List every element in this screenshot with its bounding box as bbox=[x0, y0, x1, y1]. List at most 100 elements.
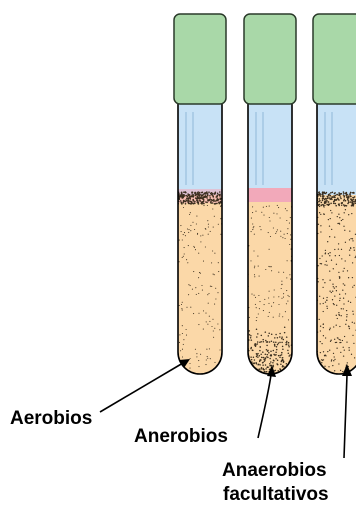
bacterium-dot bbox=[291, 368, 293, 370]
bacterium-dot bbox=[338, 204, 340, 206]
bacterium-dot bbox=[192, 200, 194, 202]
bacterium-dot bbox=[339, 300, 340, 301]
bacterium-dot bbox=[264, 299, 265, 300]
bacterium-dot bbox=[256, 363, 258, 365]
bacterium-dot bbox=[202, 235, 203, 236]
bacterium-dot bbox=[279, 316, 280, 317]
bacterium-dot bbox=[280, 374, 282, 376]
bacterium-dot bbox=[250, 335, 252, 337]
bacterium-dot bbox=[200, 203, 202, 205]
bacterium-dot bbox=[283, 371, 285, 373]
bacterium-dot bbox=[254, 373, 256, 375]
bacterium-dot bbox=[321, 204, 323, 206]
bacterium-dot bbox=[283, 366, 285, 368]
bacterium-dot bbox=[249, 370, 251, 372]
bacterium-dot bbox=[253, 226, 254, 227]
bacterium-dot bbox=[288, 353, 290, 355]
bacterium-dot bbox=[182, 310, 183, 311]
bacterium-dot bbox=[267, 341, 269, 343]
bacterium-dot bbox=[191, 193, 193, 195]
bacterium-dot bbox=[323, 311, 324, 312]
bacterium-dot bbox=[260, 341, 262, 343]
bacterium-dot bbox=[333, 203, 335, 205]
bacterium-dot bbox=[214, 328, 215, 329]
bacterium-dot bbox=[259, 276, 260, 277]
bacterium-dot bbox=[328, 219, 329, 220]
bacterium-dot bbox=[348, 200, 350, 202]
bacterium-dot bbox=[213, 337, 214, 338]
bacterium-dot bbox=[289, 244, 290, 245]
bacterium-dot bbox=[350, 198, 352, 200]
bacterium-dot bbox=[332, 192, 334, 194]
bacterium-dot bbox=[324, 264, 325, 265]
culture-medium bbox=[178, 195, 222, 385]
bacterium-dot bbox=[277, 364, 279, 366]
bacterium-dot bbox=[285, 238, 286, 239]
bacterium-dot bbox=[217, 292, 218, 293]
bacterium-dot bbox=[282, 357, 284, 359]
bacterium-dot bbox=[186, 329, 187, 330]
bacterium-dot bbox=[187, 198, 189, 200]
bacterium-dot bbox=[348, 347, 349, 348]
bacterium-dot bbox=[208, 224, 209, 225]
bacterium-dot bbox=[186, 200, 188, 202]
bacterium-dot bbox=[273, 350, 275, 352]
bacterium-dot bbox=[217, 323, 218, 324]
bacterium-dot bbox=[249, 371, 251, 373]
bacterium-dot bbox=[331, 359, 332, 360]
bacterium-dot bbox=[339, 298, 340, 299]
bacterium-dot bbox=[250, 356, 252, 358]
bacterium-dot bbox=[321, 263, 322, 264]
bacterium-dot bbox=[277, 229, 278, 230]
bacterium-dot bbox=[208, 234, 209, 235]
bacterium-dot bbox=[331, 292, 332, 293]
cap bbox=[174, 14, 226, 104]
bacterium-dot bbox=[213, 200, 215, 202]
bacterium-dot bbox=[265, 358, 267, 360]
bacterium-dot bbox=[185, 195, 187, 197]
bacterium-dot bbox=[212, 202, 214, 204]
bacterium-dot bbox=[353, 313, 354, 314]
bacterium-dot bbox=[198, 202, 200, 204]
bacterium-dot bbox=[183, 344, 184, 345]
bacterium-dot bbox=[350, 238, 351, 239]
bacterium-dot bbox=[216, 203, 218, 205]
bacterium-dot bbox=[194, 194, 196, 196]
bacterium-dot bbox=[339, 276, 340, 277]
bacterium-dot bbox=[323, 205, 324, 206]
bacterium-dot bbox=[266, 206, 267, 207]
bacterium-dot bbox=[352, 199, 354, 201]
bacterium-dot bbox=[202, 195, 204, 197]
bacterium-dot bbox=[286, 372, 288, 374]
bacterium-dot bbox=[251, 367, 253, 369]
bacterium-dot bbox=[192, 289, 193, 290]
bacterium-dot bbox=[188, 232, 189, 233]
bacterium-dot bbox=[213, 199, 215, 201]
bacterium-dot bbox=[341, 258, 342, 259]
bacterium-dot bbox=[346, 194, 348, 196]
bacterium-dot bbox=[287, 260, 288, 261]
bacterium-dot bbox=[259, 301, 260, 302]
bacterium-dot bbox=[199, 192, 201, 194]
bacterium-dot bbox=[287, 350, 289, 352]
bacterium-dot bbox=[352, 311, 353, 312]
bacterium-dot bbox=[254, 343, 256, 345]
bacterium-dot bbox=[320, 352, 321, 353]
bacterium-dot bbox=[329, 236, 330, 237]
bacterium-dot bbox=[252, 229, 253, 230]
bacterium-dot bbox=[267, 354, 269, 356]
bacterium-dot bbox=[336, 286, 337, 287]
bacterium-dot bbox=[353, 247, 354, 248]
bacterium-dot bbox=[330, 218, 331, 219]
bacterium-dot bbox=[198, 293, 199, 294]
bacterium-dot bbox=[183, 202, 185, 204]
bacterium-dot bbox=[259, 341, 261, 343]
bacterium-dot bbox=[196, 353, 197, 354]
bacterium-dot bbox=[290, 217, 291, 218]
bacterium-dot bbox=[341, 249, 342, 250]
bacterium-dot bbox=[263, 215, 264, 216]
bacterium-dot bbox=[332, 365, 333, 366]
bacterium-dot bbox=[255, 344, 257, 346]
bacterium-dot bbox=[275, 334, 277, 336]
bacterium-dot bbox=[331, 199, 333, 201]
